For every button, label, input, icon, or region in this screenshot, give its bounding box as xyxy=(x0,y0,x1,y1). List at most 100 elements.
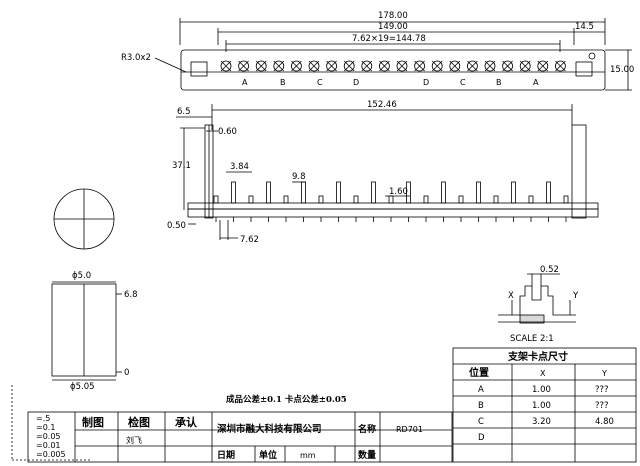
pin-cross xyxy=(555,60,566,72)
side-pin xyxy=(476,181,481,204)
unit-label: 单位 xyxy=(259,449,277,461)
pin-circle xyxy=(290,60,302,72)
row-d-pos: D xyxy=(478,433,485,443)
detail-view: 0.52 X Y SCALE 2:1 xyxy=(498,265,579,344)
side-view: 152.46 6.5 0.60 37.1 3.84 9.8 1.60 0.50 … xyxy=(167,100,599,245)
pin-cross xyxy=(379,60,390,72)
side-pin xyxy=(458,195,464,204)
axis-triad xyxy=(11,385,90,461)
pin-circle xyxy=(555,60,566,72)
pin-letter-7: B xyxy=(496,78,502,87)
side-pin xyxy=(353,195,359,204)
pin-cross xyxy=(484,60,496,72)
side-pin xyxy=(528,195,534,204)
dim-152: 152.46 xyxy=(367,100,397,110)
pin-views: ϕ5.0 6.8 0 ϕ5.05 xyxy=(51,188,138,392)
dim-6-5: 6.5 xyxy=(177,107,191,117)
pin-circle xyxy=(396,60,408,72)
pin-cross xyxy=(467,60,478,72)
side-pin xyxy=(318,195,324,204)
side-pin xyxy=(563,195,569,204)
tolerance-note: 成品公差±0.1 卡点公差±0.05 xyxy=(226,394,347,405)
side-pin xyxy=(371,181,376,204)
dim-3-84: 3.84 xyxy=(230,162,249,172)
dim-149: 149.00 xyxy=(378,22,408,32)
row-a-y: ??? xyxy=(595,385,609,395)
pin-cross xyxy=(308,60,320,72)
side-pin xyxy=(336,181,341,204)
pin-cross xyxy=(361,60,373,72)
tol-row-3: =0.05 xyxy=(36,432,61,441)
row-a-pos: A xyxy=(478,385,484,395)
dim-pitch: 7.62×19=144.78 xyxy=(352,34,426,44)
side-pin xyxy=(213,195,219,204)
row-c-x: 3.20 xyxy=(532,417,551,427)
pin-cross xyxy=(414,60,425,72)
chengren-label: 承认 xyxy=(175,415,198,429)
pin-letter-1: A xyxy=(242,78,248,87)
pin-cross xyxy=(431,60,443,72)
side-pin xyxy=(423,195,429,204)
tol-row-1: =.5 xyxy=(36,414,50,423)
side-pin xyxy=(441,181,446,204)
side-pin xyxy=(546,181,551,204)
pin-circle xyxy=(378,60,390,72)
jiantu-label: 检图 xyxy=(128,415,150,429)
header-y: Y xyxy=(601,369,607,378)
pin-cross xyxy=(519,60,531,72)
pin-cross xyxy=(291,60,302,72)
len-6-8: 6.8 xyxy=(124,290,138,300)
company-name: 深圳市融大科技有限公司 xyxy=(217,423,322,435)
tol-row-2: =0.1 xyxy=(36,423,55,432)
pin-circle xyxy=(308,60,320,72)
pin-circle xyxy=(361,60,373,72)
pin-letter-5: D xyxy=(423,78,429,87)
pin-cross xyxy=(502,60,513,72)
pin-circles xyxy=(220,60,566,72)
radius-note: R3.0x2 xyxy=(121,53,151,63)
pin-circle xyxy=(273,60,285,72)
pin-cross xyxy=(255,60,267,72)
top-view: 178.00 149.00 7.62×19=144.78 14.5 R3.0x2… xyxy=(121,11,634,91)
date-label: 日期 xyxy=(217,449,235,461)
side-pins xyxy=(213,181,569,222)
pin-circle xyxy=(466,60,478,72)
pin-circle xyxy=(255,60,267,72)
side-pin xyxy=(301,181,306,204)
zhitu-label: 制图 xyxy=(82,415,104,429)
pin-cross xyxy=(326,60,337,72)
pin-circle xyxy=(519,60,531,72)
pin-circle xyxy=(537,60,549,72)
side-pin xyxy=(511,181,516,204)
header-pos: 位置 xyxy=(469,366,489,379)
dia-5-05: ϕ5.05 xyxy=(70,382,95,392)
detail-x-label: X xyxy=(508,291,514,301)
pin-circle xyxy=(449,60,461,72)
side-pin xyxy=(266,181,271,204)
pin-letter-2: B xyxy=(280,78,286,87)
pin-circle xyxy=(343,60,355,72)
dim-37-1: 37.1 xyxy=(172,161,191,171)
side-pin xyxy=(388,195,394,204)
name-label: 名称 xyxy=(358,423,376,435)
side-pin xyxy=(493,195,499,204)
pin-circle xyxy=(326,60,338,72)
dim-7-62: 7.62 xyxy=(240,235,259,245)
row-c-y: 4.80 xyxy=(595,417,614,427)
side-pin xyxy=(231,181,236,204)
qty-label: 数量 xyxy=(358,449,376,461)
pin-cross xyxy=(537,60,549,72)
pin-circle xyxy=(431,60,443,72)
pin-cross xyxy=(273,60,285,72)
pin-cross xyxy=(449,60,461,72)
scale-note: SCALE 2:1 xyxy=(510,334,554,344)
dim-9-8: 9.8 xyxy=(292,172,306,182)
pin-cross xyxy=(238,60,249,72)
spec-title: 支架卡点尺寸 xyxy=(507,350,568,363)
row-b-y: ??? xyxy=(595,401,609,411)
pin-circle xyxy=(238,60,250,72)
detail-y-label: Y xyxy=(572,291,579,301)
dim-178: 178.00 xyxy=(378,11,408,21)
header-x: X xyxy=(540,369,546,378)
pin-cross xyxy=(396,60,408,72)
